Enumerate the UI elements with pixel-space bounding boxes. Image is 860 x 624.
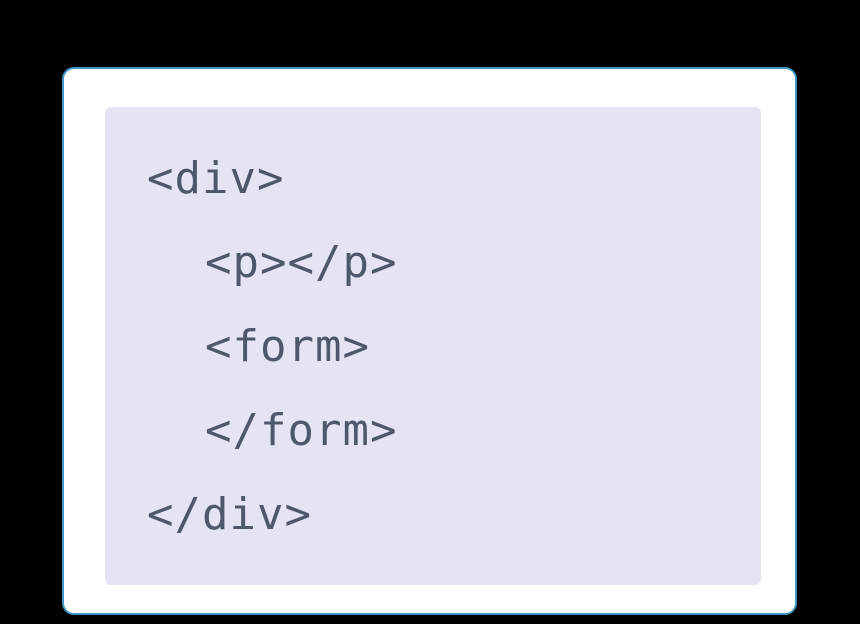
code-line-div-open: <div> [147, 153, 285, 204]
code-block: <div> <p></p> <form> </form> </div> [105, 107, 761, 585]
code-line-div-close: </div> [147, 489, 312, 540]
code-line-form-close: </form> [205, 405, 398, 456]
code-card: <div> <p></p> <form> </form> </div> [62, 67, 797, 615]
code-line-p: <p></p> [205, 237, 398, 288]
code-line-form-open: <form> [205, 321, 370, 372]
